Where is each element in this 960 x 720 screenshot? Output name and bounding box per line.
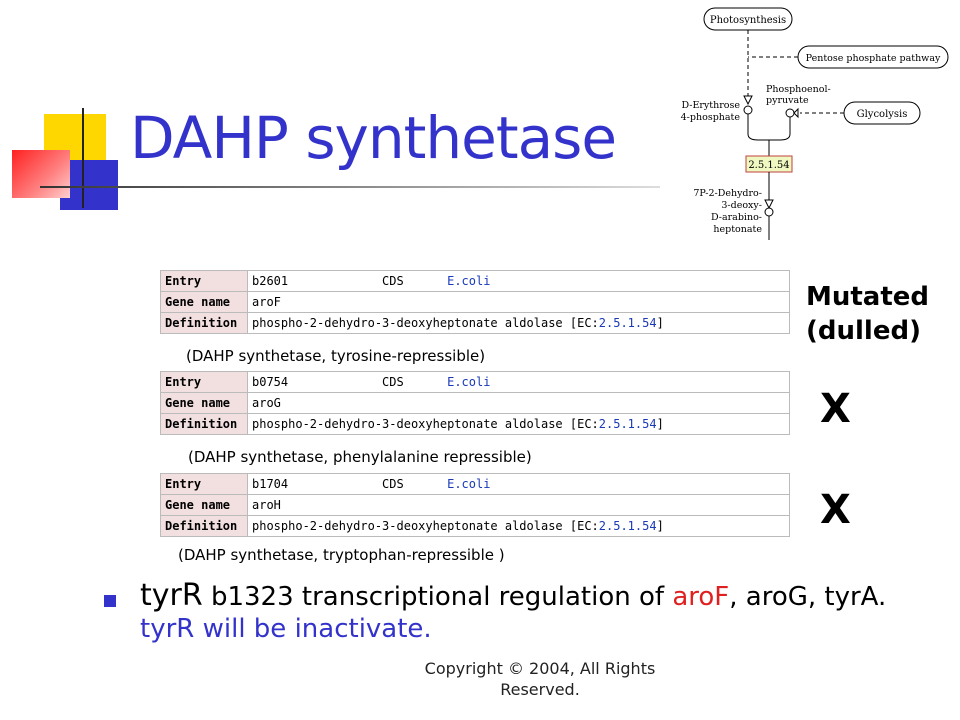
definition-end: ] (656, 316, 664, 330)
entry-row: b0754 CDS E.coli (247, 371, 790, 393)
mutated-line-2: (dulled) (806, 316, 921, 346)
erythrose-label-2: 4-phosphate (681, 112, 741, 123)
gene-name-label: Gene name (160, 291, 248, 313)
gene-name-value: aroG (247, 392, 790, 414)
x-mark-aroG: X (820, 386, 851, 432)
bullet-highlight-red: aroF (672, 582, 730, 612)
ec-link[interactable]: 2.5.1.54 (598, 417, 657, 431)
entry-id: b2601 (252, 274, 289, 288)
phosphoenolpyruvate-node[interactable] (785, 108, 795, 118)
arrow-down-icon (743, 95, 753, 106)
definition-label: Definition (160, 413, 248, 435)
definition-value: phospho-2-dehydro-3-deoxyheptonate aldol… (247, 312, 790, 334)
bullet-lead: tyrR (140, 578, 203, 613)
mutated-line-1: Mutated (806, 282, 930, 312)
bullet-square-icon (104, 595, 116, 607)
decor-red-square (12, 150, 70, 198)
definition-text: phospho-2-dehydro-3-deoxyheptonate aldol… (252, 519, 599, 533)
mutated-note: Mutated (dulled) (806, 280, 929, 348)
definition-value: phospho-2-dehydro-3-deoxyheptonate aldol… (247, 515, 790, 537)
copyright-footer: Copyright © 2004, All Rights Reserved. (424, 659, 656, 699)
entry-type: CDS (382, 274, 404, 288)
slide-title: DAHP synthetase (130, 104, 617, 172)
entry-id: b1704 (252, 477, 289, 491)
photosynthesis-label: Photosynthesis (710, 15, 786, 26)
gene-name-value: aroH (247, 494, 790, 516)
product-label-3: D-arabino- (711, 212, 762, 223)
definition-value: phospho-2-dehydro-3-deoxyheptonate aldol… (247, 413, 790, 435)
enzyme-label: 2.5.1.54 (748, 160, 789, 171)
kegg-entry-table-aroG: Entry b0754 CDS E.coli Gene name aroG De… (160, 371, 790, 435)
entry-label: Entry (160, 371, 248, 393)
glycolysis-label: Glycolysis (857, 109, 908, 120)
definition-label: Definition (160, 312, 248, 334)
caption-aroH: (DAHP synthetase, tryptophan-repressible… (178, 546, 505, 564)
bullet-part-2: , aroG, tyrA. (729, 582, 887, 612)
gene-name-label: Gene name (160, 494, 248, 516)
erythrose-node[interactable] (743, 105, 753, 115)
gene-name-value: aroF (247, 291, 790, 313)
entry-type: CDS (382, 477, 404, 491)
product-label-1: 7P-2-Dehydro- (693, 188, 762, 199)
caption-aroF: (DAHP synthetase, tyrosine-repressible) (186, 347, 486, 365)
organism-link[interactable]: E.coli (447, 375, 491, 389)
entry-row: b2601 CDS E.coli (247, 270, 790, 292)
pathway-diagram: Photosynthesis Pentose phosphate pathway… (681, 7, 949, 240)
product-label-2: 3-deoxy- (721, 200, 762, 211)
definition-text: phospho-2-dehydro-3-deoxyheptonate aldol… (252, 417, 599, 431)
entry-type: CDS (382, 375, 404, 389)
entry-row: b1704 CDS E.coli (247, 473, 790, 495)
definition-end: ] (656, 519, 664, 533)
bullet-highlight-blue: tyrR will be inactivate. (140, 614, 432, 644)
product-node[interactable] (764, 207, 774, 217)
organism-link[interactable]: E.coli (447, 274, 491, 288)
phosphoenol-label-2: pyruvate (766, 95, 809, 106)
gene-name-label: Gene name (160, 392, 248, 414)
kegg-entry-table-aroF: Entry b2601 CDS E.coli Gene name aroF De… (160, 270, 790, 334)
definition-label: Definition (160, 515, 248, 537)
x-mark-aroH: X (820, 487, 851, 533)
bullet-text: tyrR b1323 transcriptional regulation of… (140, 580, 920, 645)
definition-end: ] (656, 417, 664, 431)
entry-label: Entry (160, 473, 248, 495)
entry-id: b0754 (252, 375, 289, 389)
phosphoenol-label-1: Phosphoenol- (766, 84, 831, 95)
ec-link[interactable]: 2.5.1.54 (598, 519, 657, 533)
bullet-part-1: b1323 transcriptional regulation of (202, 582, 673, 612)
decor-vertical-line (82, 108, 84, 208)
definition-text: phospho-2-dehydro-3-deoxyheptonate aldol… (252, 316, 599, 330)
caption-aroG: (DAHP synthetase, phenylalanine repressi… (188, 448, 532, 466)
ec-link[interactable]: 2.5.1.54 (598, 316, 657, 330)
product-label-4: heptonate (713, 224, 762, 235)
pentose-phosphate-label: Pentose phosphate pathway (806, 53, 941, 64)
decor-horizontal-line (40, 186, 660, 188)
erythrose-label-1: D-Erythrose (681, 100, 740, 111)
kegg-entry-table-aroH: Entry b1704 CDS E.coli Gene name aroH De… (160, 473, 790, 537)
entry-label: Entry (160, 270, 248, 292)
organism-link[interactable]: E.coli (447, 477, 491, 491)
